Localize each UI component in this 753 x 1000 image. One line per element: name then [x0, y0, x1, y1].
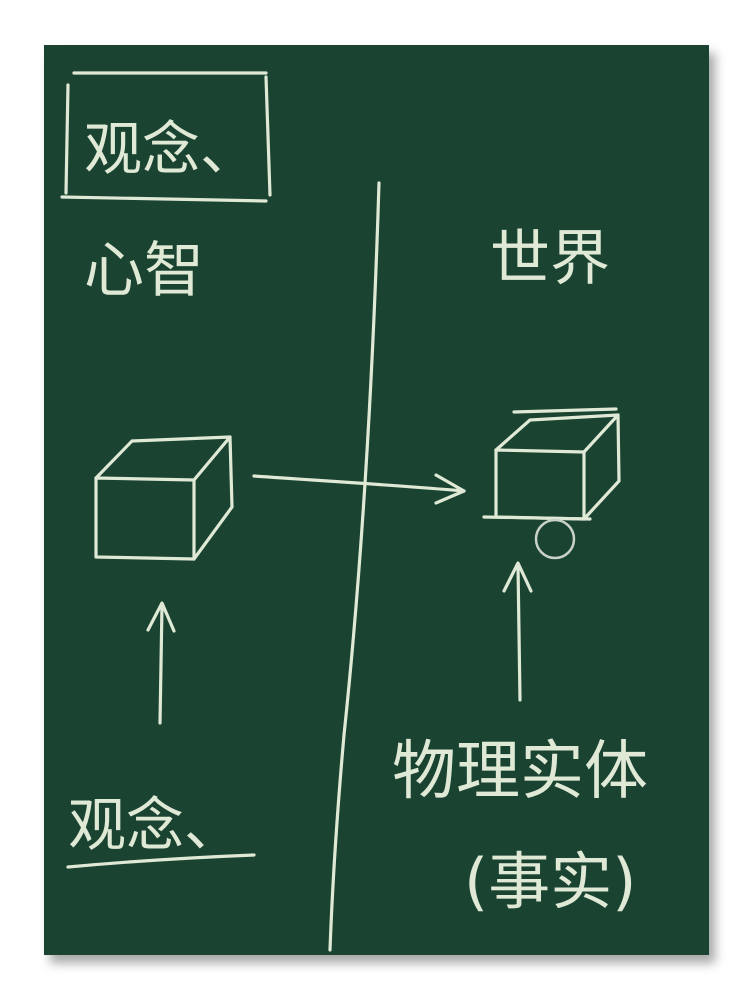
chalk-drawing: 观念、 心智 世界 观念、 物理实体 (事实) [60, 71, 648, 952]
cursor-ring-icon [534, 518, 576, 560]
divider-line [328, 181, 381, 952]
bottom-left-label: 观念、 [68, 791, 242, 859]
right-cube [482, 407, 621, 521]
bottom-right-label: 物理实体 [392, 735, 648, 809]
bottom-right-sub-label: (事实) [464, 845, 636, 918]
label-frame [60, 71, 272, 203]
left-top-label: 观念、 [84, 115, 258, 183]
chalkboard: 观念、 心智 世界 观念、 物理实体 (事实) [44, 45, 709, 955]
left-up-arrow [146, 601, 176, 725]
right-arrow [252, 473, 466, 505]
left-sub-label: 心智 [84, 236, 204, 306]
right-label: 世界 [490, 224, 610, 294]
right-up-arrow [502, 561, 533, 702]
bottom-left-underline [66, 853, 256, 869]
left-cube [94, 435, 234, 561]
